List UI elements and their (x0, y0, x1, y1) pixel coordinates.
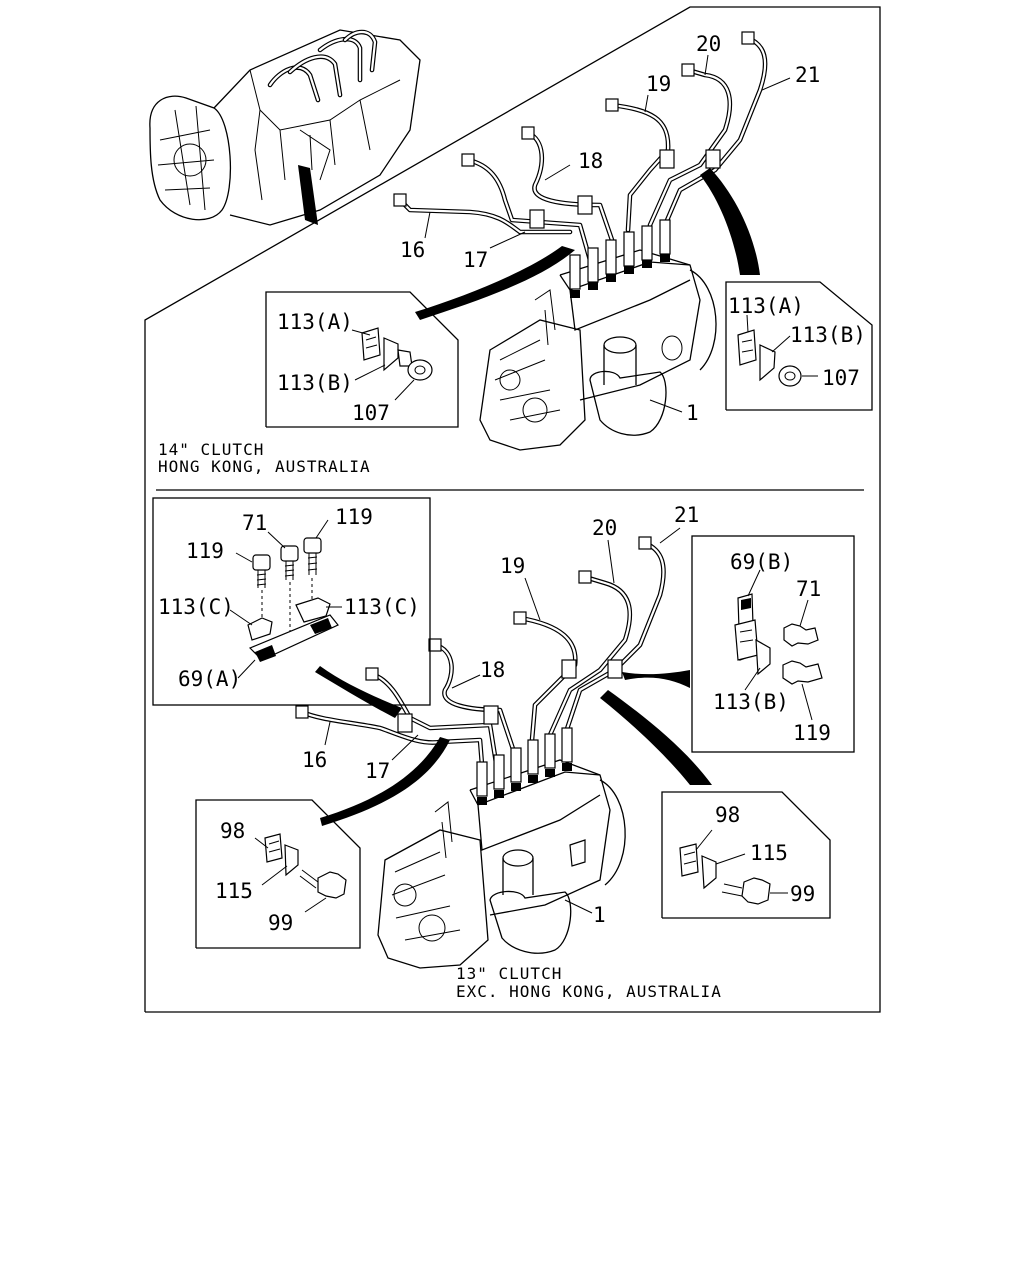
bottom-injection-pump (377, 727, 626, 969)
bottom-labels: 16 17 18 19 20 21 1 71 119 119 113(C) 11… (158, 503, 831, 1001)
bottom-ul-label-119-right: 119 (335, 505, 373, 529)
top-label-1: 1 (686, 401, 699, 425)
bottom-delivery-valves (476, 727, 573, 805)
top-labels: 16 17 18 19 20 21 1 113(A) 113(B) 107 11… (158, 32, 866, 476)
bottom-lr-label-115: 115 (750, 841, 788, 865)
bottom-ul-label-119-left: 119 (186, 539, 224, 563)
bottom-ru-label-71: 71 (796, 577, 821, 601)
bottom-label-20: 20 (592, 516, 617, 540)
bottom-lr-label-98: 98 (715, 803, 740, 827)
bottom-ul-label-71: 71 (242, 511, 267, 535)
engine-thumbnail (149, 29, 421, 226)
bottom-injection-pipes (295, 536, 666, 778)
bottom-lr-label-99: 99 (790, 882, 815, 906)
top-left-label-113a: 113(A) (277, 310, 353, 334)
top-label-21: 21 (795, 63, 820, 87)
bottom-label-21: 21 (674, 503, 699, 527)
bottom-caption-line1: 13" CLUTCH (456, 964, 562, 983)
bottom-ll-label-99: 99 (268, 911, 293, 935)
bottom-caption-line2: EXC. HONG KONG, AUSTRALIA (456, 982, 722, 1001)
top-label-19: 19 (646, 72, 671, 96)
bottom-lower-left-wedge (320, 737, 450, 826)
bottom-label-1: 1 (593, 903, 606, 927)
bottom-lower-left-detail-box (195, 799, 361, 949)
bottom-ul-label-69a: 69(A) (178, 667, 241, 691)
top-right-label-113a: 113(A) (728, 294, 804, 318)
top-label-17: 17 (463, 248, 488, 272)
top-left-label-113b: 113(B) (277, 371, 353, 395)
bottom-right-upper-detail-box (691, 535, 855, 753)
top-right-detail-box (725, 281, 873, 411)
bottom-label-16: 16 (302, 748, 327, 772)
bottom-upper-left-wedge (315, 666, 402, 718)
top-right-wedge (700, 168, 760, 275)
top-caption-line1: 14" CLUTCH (158, 440, 264, 459)
bottom-lower-right-detail-box (661, 791, 831, 919)
bottom-label-17: 17 (365, 759, 390, 783)
top-label-16: 16 (400, 238, 425, 262)
top-left-wedge (415, 246, 575, 320)
top-injection-pipes (393, 31, 768, 263)
top-delivery-valves (569, 219, 671, 298)
bottom-ru-label-69b: 69(B) (730, 550, 793, 574)
top-left-label-107: 107 (352, 401, 390, 425)
top-label-20: 20 (696, 32, 721, 56)
bottom-right-upper-wedge (622, 670, 690, 688)
top-injection-pump (479, 219, 717, 451)
top-right-label-113b: 113(B) (790, 323, 866, 347)
bottom-ru-label-113b: 113(B) (713, 690, 789, 714)
bottom-ll-label-115: 115 (215, 879, 253, 903)
top-label-18: 18 (578, 149, 603, 173)
outer-frame (144, 6, 881, 1013)
bottom-ul-label-113c-right: 113(C) (344, 595, 420, 619)
bottom-ru-label-119: 119 (793, 721, 831, 745)
bottom-ll-label-98: 98 (220, 819, 245, 843)
bottom-label-18: 18 (480, 658, 505, 682)
bottom-upper-left-detail-box (152, 497, 431, 706)
top-caption-line2: HONG KONG, AUSTRALIA (158, 457, 371, 476)
bottom-label-19: 19 (500, 554, 525, 578)
bottom-right-lower-wedge (600, 690, 712, 785)
bottom-ul-label-113c-left: 113(C) (158, 595, 234, 619)
top-left-detail-box (265, 291, 459, 428)
top-right-label-107: 107 (822, 366, 860, 390)
